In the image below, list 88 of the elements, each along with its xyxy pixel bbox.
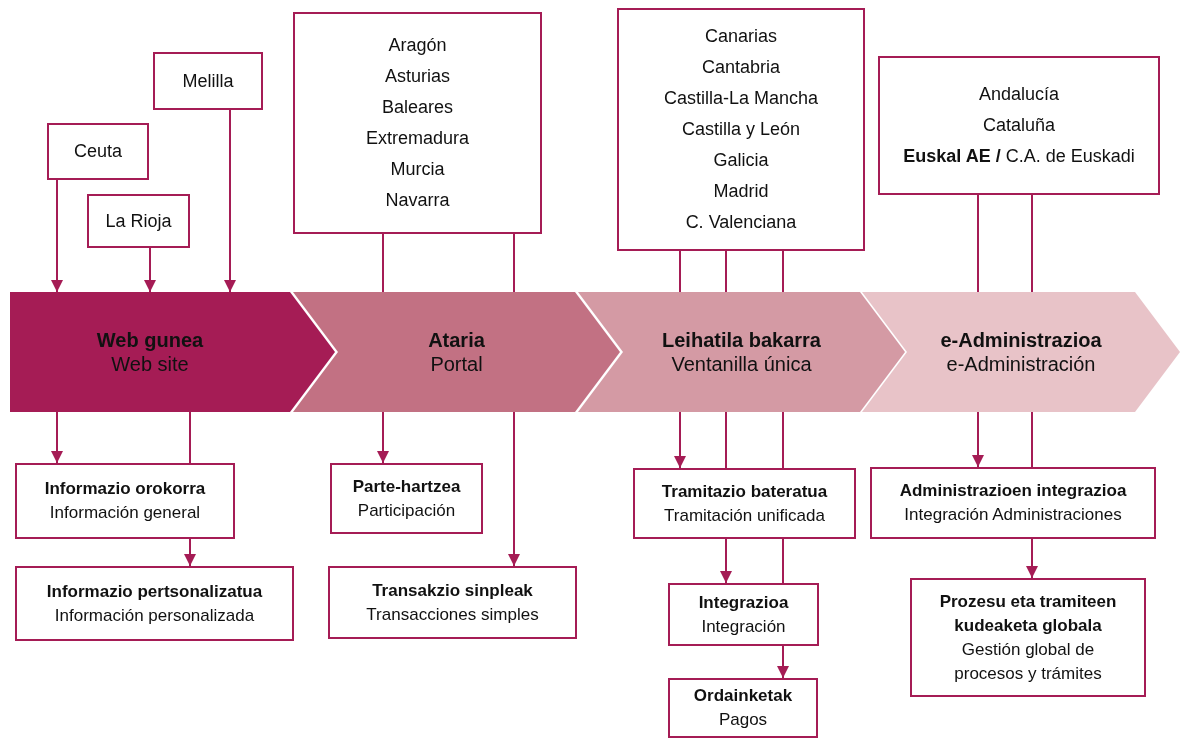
service-subtitle: Tramitación unificada [663,504,826,527]
service-subtitle: Pagos [717,709,769,731]
arrow [720,538,732,584]
stage-subtitle: Portal [430,352,483,376]
stage-band [293,292,620,412]
region-box [617,8,865,251]
arrow [224,109,236,293]
service-box [15,463,235,539]
service-subtitle: Información general [48,502,202,524]
arrow [377,411,389,464]
region-name: Murcia [390,158,445,181]
stage-subtitle: Ventanilla única [671,352,812,376]
arrow [508,411,520,567]
stage-title: Ataria [428,328,485,352]
service-box [870,467,1156,539]
arrow [777,645,789,679]
region-name: Andalucía [978,83,1060,106]
stage-band [10,292,335,412]
service-box [15,566,294,641]
connector-line [782,538,784,584]
connector-line [382,233,384,293]
arrow [184,538,196,567]
service-title: Ordainketak [692,685,794,707]
region-name: Baleares [381,96,453,119]
arrow [51,411,63,464]
service-title: Tramitazio bateratua [660,480,829,503]
region-name: Navarra [385,189,450,212]
region-name: Cantabria [701,56,780,79]
region-name: Asturias [385,65,450,88]
region-name: Cataluña [982,114,1056,137]
connector-line [189,411,191,464]
service-subtitle: Integración Administraciones [903,504,1123,526]
service-box [328,566,577,639]
region-name: Madrid [713,180,769,203]
region-name: Canarias [704,25,777,48]
service-title: Informazio pertsonalizatua [45,580,264,603]
connector-line [725,250,727,293]
service-subtitle: Integración [700,615,787,638]
stage-subtitle: e-Administración [946,352,1096,376]
service-subtitle: Participación [356,499,457,522]
region-box [47,123,149,180]
arrow [674,411,686,469]
arrow [972,411,984,468]
region-name: La Rioja [105,209,172,233]
region-name: Ceuta [73,140,122,163]
region-name: Aragón [388,34,447,57]
region-name: Extremadura [365,127,469,150]
service-subtitle: Gestión global de procesos y trámites [953,638,1103,685]
region-box [878,56,1160,195]
arrow [144,247,156,293]
region-name: C. Valenciana [685,211,797,234]
stage-title: Leihatila bakarra [662,328,821,352]
service-box [910,578,1146,697]
service-title: Informazio orokorra [43,478,207,500]
connector-line [782,411,784,469]
service-title: Parte-hartzea [351,475,462,498]
service-title: Prozesu eta tramiteen kudeaketa globala [938,590,1118,637]
service-subtitle: Información personalizada [53,604,256,627]
region-box [293,12,542,234]
stage-title: e-Administrazioa [940,328,1102,352]
region-name: Melilla [182,69,234,93]
connector-line [725,411,727,469]
connector-line [1031,194,1033,293]
service-box [330,463,483,534]
service-box [668,678,818,738]
region-name: Castilla-La Mancha [663,87,819,110]
service-title: Administrazioen integrazioa [898,480,1128,502]
service-box [633,468,856,539]
stage-title: Web gunea [96,328,204,352]
region-box [153,52,263,110]
arrow [51,179,63,293]
connector-line [513,233,515,293]
service-subtitle: Transacciones simples [365,603,540,626]
connector-line [977,194,979,293]
region-name: Castilla y León [681,118,801,141]
region-box [87,194,190,248]
connector-line [782,250,784,293]
arrow [1026,538,1038,579]
service-title: Transakzio sinpleak [371,579,534,602]
connector-line [679,250,681,293]
stage-band [862,292,1180,412]
stage-subtitle: Web site [111,352,189,376]
region-name: Euskal AE / C.A. de Euskadi [903,145,1135,168]
region-name: Galicia [713,149,769,172]
service-title: Integrazioa [697,591,790,614]
stage-band [578,292,905,412]
connector-line [1031,411,1033,468]
service-box [668,583,819,646]
